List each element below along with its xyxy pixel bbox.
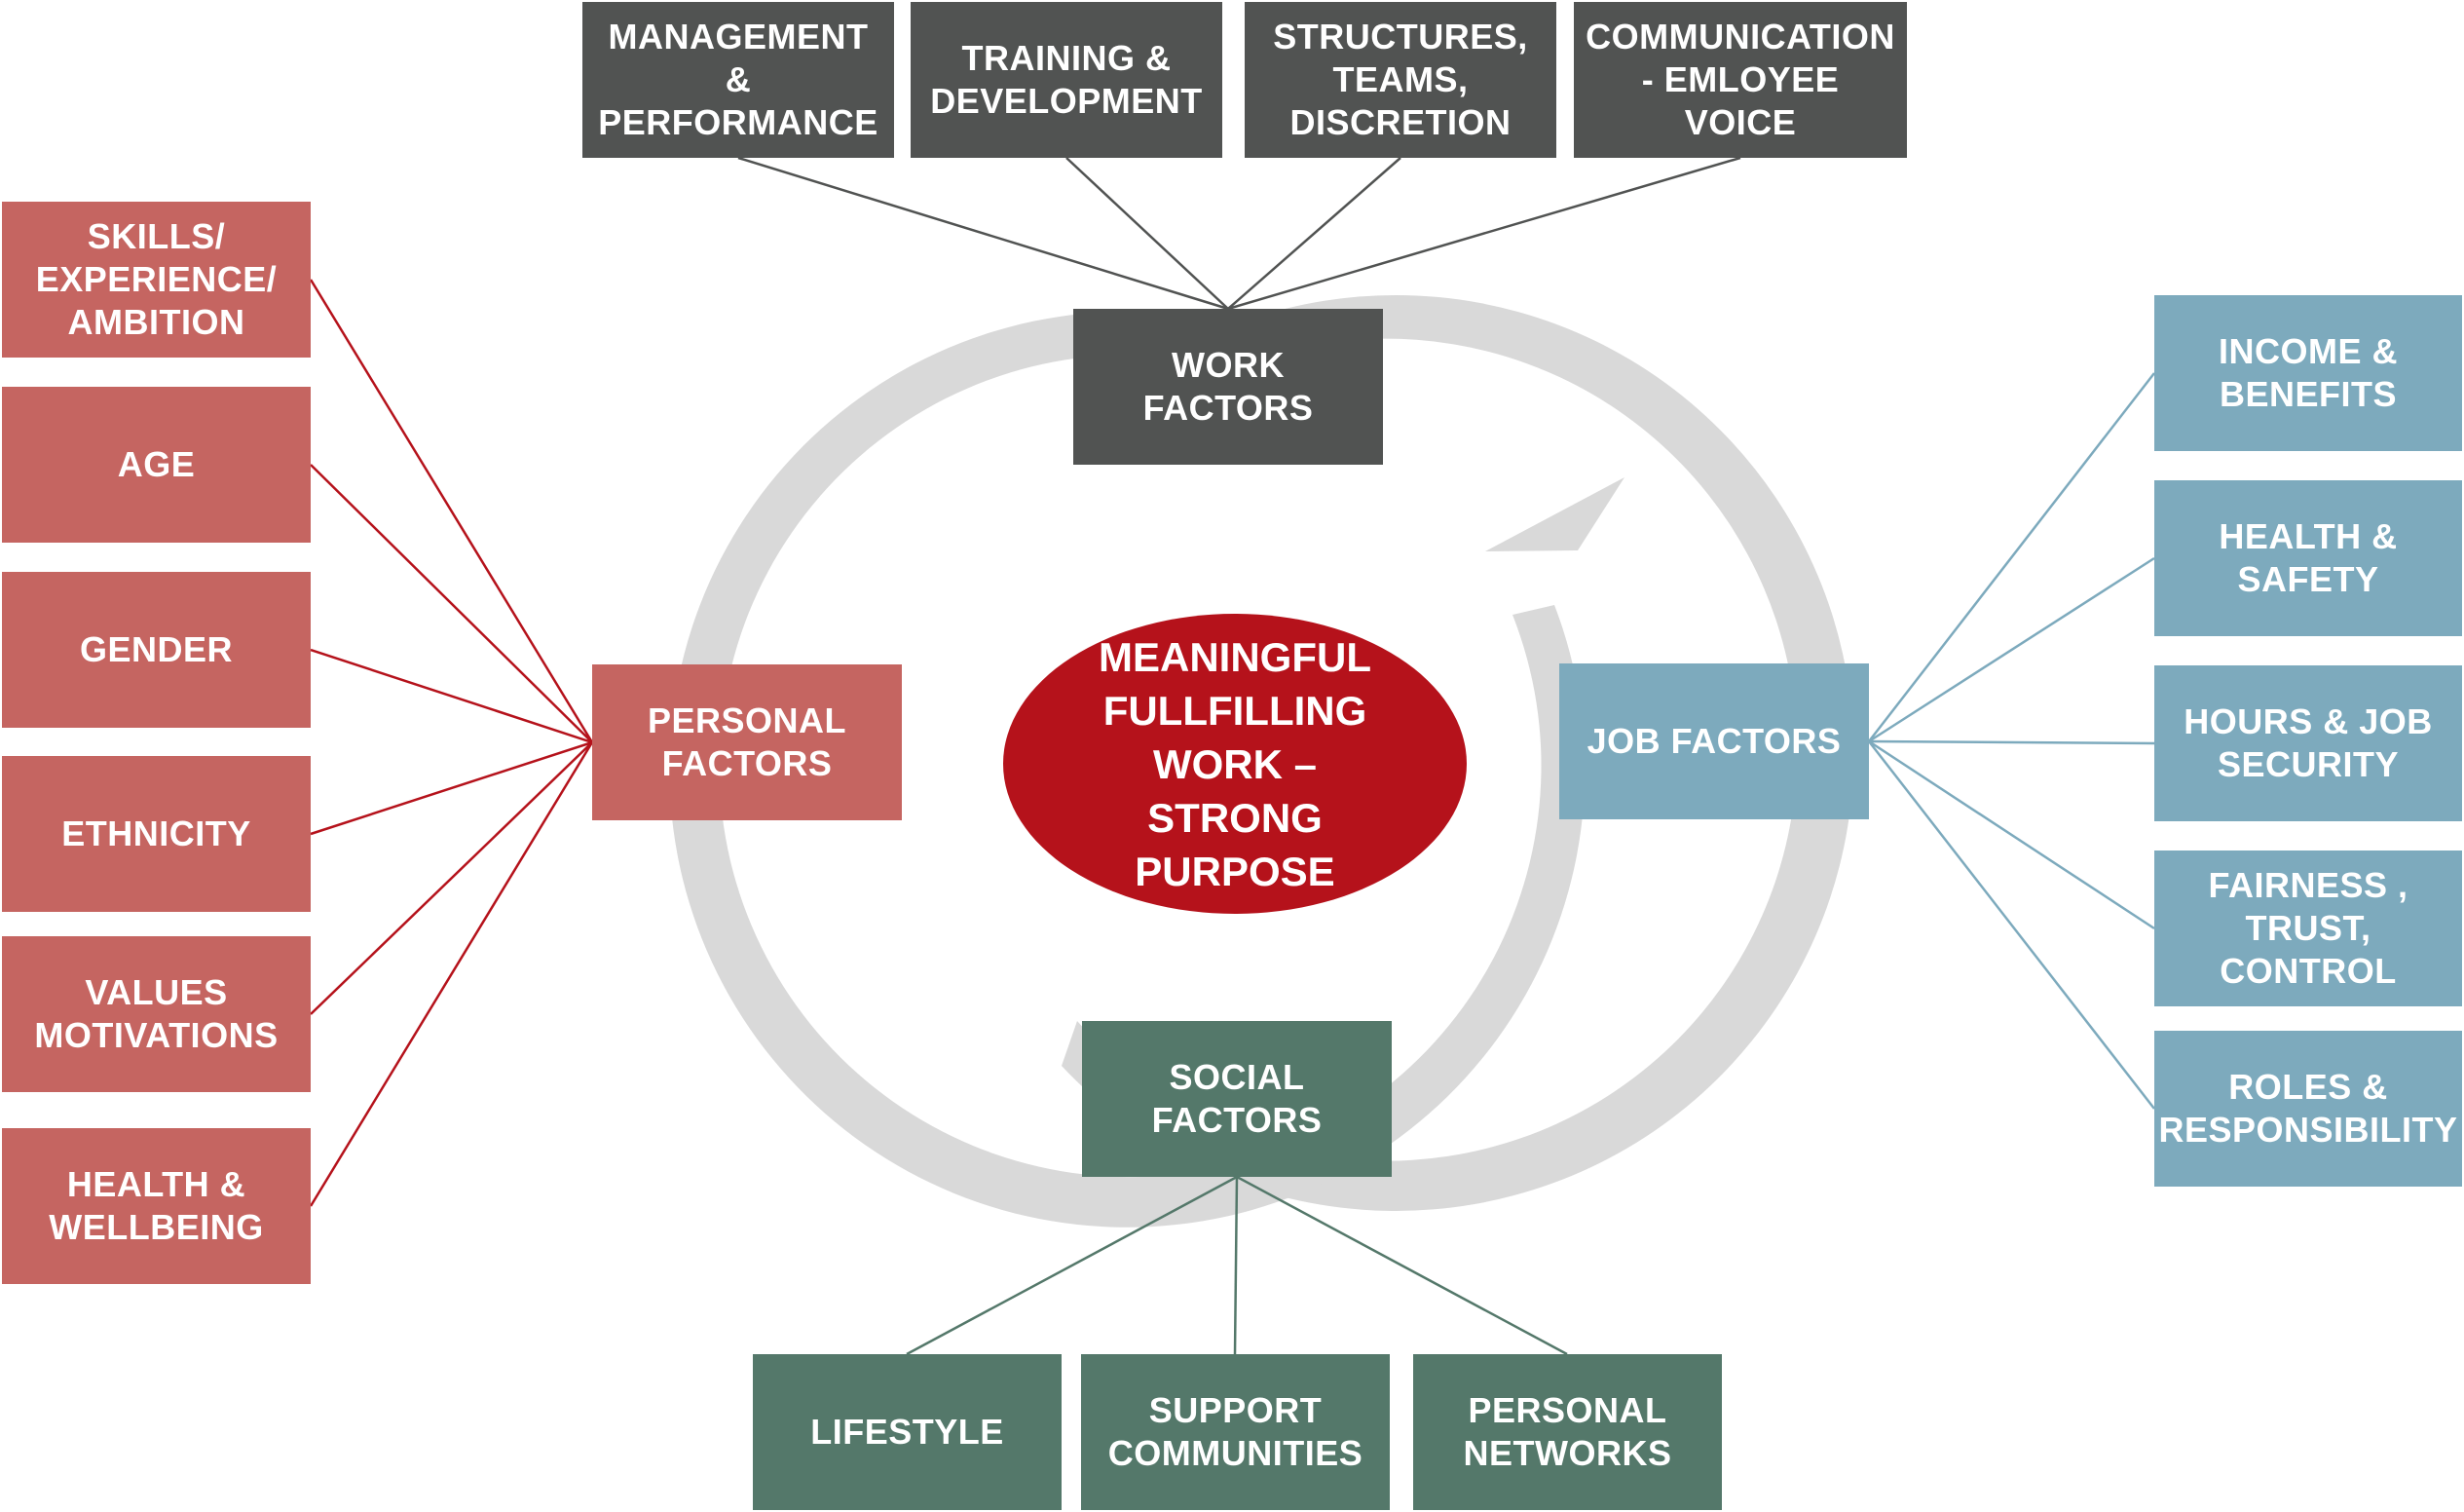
work-connector-2	[1227, 157, 1401, 310]
personal-connector-1	[310, 464, 593, 743]
connector-lines	[309, 156, 2155, 1356]
job-connector-1	[1868, 556, 2155, 743]
personal-factor-values: VALUES MOTIVATIONS	[2, 936, 311, 1092]
work-connector-0	[737, 156, 1229, 311]
personal-factors-hub: PERSONAL FACTORS	[592, 664, 902, 820]
social-factor-lifestyle: LIFESTYLE	[753, 1354, 1062, 1510]
work-factor-structures: STRUCTURES, TEAMS, DISCRETION	[1245, 2, 1556, 158]
job-connector-3	[1868, 739, 2155, 930]
personal-factor-gender: GENDER	[2, 572, 311, 728]
work-factor-communication: COMMUNICATION - EMLOYEE VOICE	[1574, 2, 1907, 158]
personal-connector-5	[309, 741, 594, 1207]
job-factor-fairness: FAIRNESS , TRUST, CONTROL	[2154, 850, 2462, 1006]
personal-factor-age: AGE	[2, 387, 311, 543]
personal-factor-health: HEALTH & WELLBEING	[2, 1128, 311, 1284]
work-factor-management: MANAGEMENT & PERFORMANCE	[582, 2, 894, 158]
social-factor-support: SUPPORT COMMUNITIES	[1081, 1354, 1390, 1510]
personal-connector-2	[310, 648, 593, 744]
job-connector-4	[1868, 740, 2155, 1110]
social-connector-2	[1236, 1175, 1568, 1356]
cycle-arrowhead	[1485, 477, 1624, 551]
job-connector-0	[1868, 372, 2155, 742]
job-factor-roles: ROLES & RESPONSIBILITY	[2154, 1031, 2462, 1187]
job-factor-health-safety: HEALTH & SAFETY	[2154, 480, 2462, 636]
job-connector-2	[1868, 739, 2155, 745]
work-factor-training: TRAINING & DEVELOPMENT	[911, 2, 1222, 158]
work-connector-1	[1065, 157, 1229, 310]
job-factors-hub: JOB FACTORS	[1559, 663, 1869, 819]
personal-connector-4	[310, 741, 593, 1015]
work-factors-hub: WORK FACTORS	[1073, 309, 1383, 465]
job-factor-hours: HOURS & JOB SECURITY	[2154, 665, 2462, 821]
personal-factor-skills: SKILLS/ EXPERIENCE/ AMBITION	[2, 202, 311, 358]
center-purpose-ellipse: MEANINGFUL FULLFILLING WORK – STRONG PUR…	[1003, 614, 1467, 914]
social-factor-networks: PERSONAL NETWORKS	[1413, 1354, 1722, 1510]
social-connector-0	[906, 1175, 1238, 1356]
personal-factor-ethnicity: ETHNICITY	[2, 756, 311, 912]
personal-connector-3	[310, 740, 593, 836]
job-factor-income: INCOME & BENEFITS	[2154, 295, 2462, 451]
work-connector-3	[1227, 156, 1741, 311]
social-connector-1	[1233, 1176, 1239, 1355]
personal-connector-0	[309, 279, 594, 743]
social-factors-hub: SOCIAL FACTORS	[1082, 1021, 1392, 1177]
